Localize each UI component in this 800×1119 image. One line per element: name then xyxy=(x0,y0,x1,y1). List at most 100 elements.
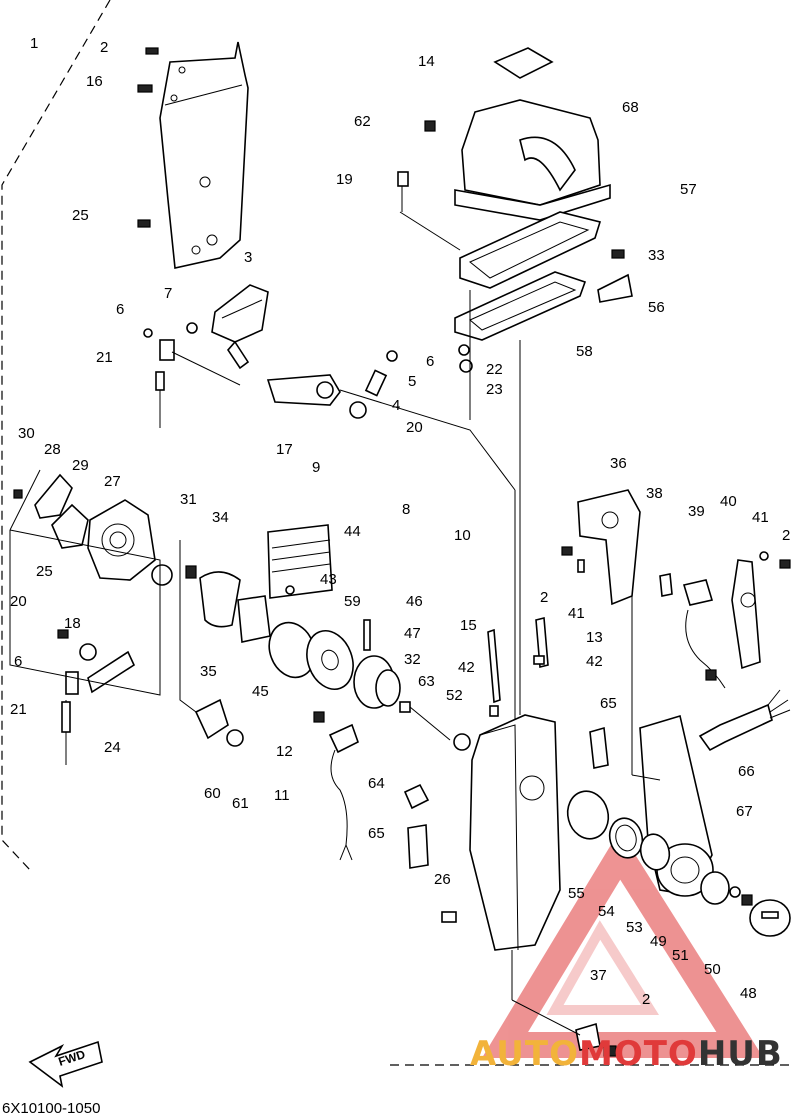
callout-6: 6 xyxy=(116,301,124,318)
callout-7: 7 xyxy=(164,285,172,302)
callout-60: 60 xyxy=(204,785,221,802)
callout-61: 61 xyxy=(232,795,249,812)
callout-43: 43 xyxy=(320,571,337,588)
callout-4: 4 xyxy=(392,397,400,414)
callout-6b: 6 xyxy=(426,353,434,370)
callout-46: 46 xyxy=(406,593,423,610)
callout-56: 56 xyxy=(648,299,665,316)
shift-bracket xyxy=(186,284,269,370)
callout-58: 58 xyxy=(576,343,593,360)
callout-2d: 2 xyxy=(642,991,650,1008)
watermark-part-auto: AUTO xyxy=(470,1034,579,1074)
callout-23: 23 xyxy=(486,381,503,398)
callout-53: 53 xyxy=(626,919,643,936)
callout-29: 29 xyxy=(72,457,89,474)
gasket-plates xyxy=(397,171,633,373)
watermark-part-moto: MOTO xyxy=(578,1034,698,1074)
callout-49: 49 xyxy=(650,933,667,950)
callout-48: 48 xyxy=(740,985,757,1002)
handle-hub-set xyxy=(700,871,791,937)
callout-40: 40 xyxy=(720,493,737,510)
callout-6c: 6 xyxy=(14,653,22,670)
callout-55: 55 xyxy=(568,885,585,902)
callout-39: 39 xyxy=(688,503,705,520)
callout-35: 35 xyxy=(200,663,217,680)
ring-set xyxy=(566,790,671,871)
callout-51: 51 xyxy=(672,947,689,964)
callout-37: 37 xyxy=(590,967,607,984)
right-lever-assembly xyxy=(561,489,791,689)
watermark-part-hub: HUB xyxy=(697,1034,783,1074)
callout-22: 22 xyxy=(486,361,503,378)
callout-17: 17 xyxy=(276,441,293,458)
shaft-gear-set xyxy=(349,350,398,419)
callout-21b: 21 xyxy=(10,701,27,718)
callout-59: 59 xyxy=(344,593,361,610)
callout-47: 47 xyxy=(404,625,421,642)
callout-41: 41 xyxy=(568,605,585,622)
callout-2b: 2 xyxy=(540,589,548,606)
callout-36: 36 xyxy=(610,455,627,472)
disc-set xyxy=(268,619,371,690)
callout-3: 3 xyxy=(244,249,252,266)
callout-15: 15 xyxy=(460,617,477,634)
top-cover xyxy=(424,47,611,221)
link-rod-left-top xyxy=(143,328,175,428)
callout-45: 45 xyxy=(252,683,269,700)
callout-68: 68 xyxy=(622,99,639,116)
callout-20: 20 xyxy=(406,419,423,436)
callout-25b: 25 xyxy=(36,563,53,580)
callout-5: 5 xyxy=(408,373,416,390)
callout-12: 12 xyxy=(276,743,293,760)
control-box-body xyxy=(399,616,609,951)
assembly-boundary xyxy=(1,0,790,1066)
callout-16: 16 xyxy=(86,73,103,90)
callout-50: 50 xyxy=(704,961,721,978)
wire-harness-left xyxy=(313,711,359,861)
watermark-wordmark: AUTOMOTOHUB xyxy=(470,1034,783,1074)
lower-left-lever xyxy=(9,529,161,765)
callout-54: 54 xyxy=(598,903,615,920)
lower-left-bracket-set xyxy=(13,473,333,643)
callout-32: 32 xyxy=(404,651,421,668)
callout-11: 11 xyxy=(274,787,290,804)
callout-25: 25 xyxy=(72,207,89,224)
callout-20b: 20 xyxy=(10,593,27,610)
coupling-60-61 xyxy=(194,698,244,747)
callout-66: 66 xyxy=(738,763,755,780)
callout-33: 33 xyxy=(648,247,665,264)
switch-66 xyxy=(698,689,791,752)
callout-67: 67 xyxy=(736,803,753,820)
callout-52: 52 xyxy=(446,687,463,704)
callout-18: 18 xyxy=(64,615,81,632)
callout-13: 13 xyxy=(586,629,603,646)
callout-14: 14 xyxy=(418,53,435,70)
callout-65b: 65 xyxy=(600,695,617,712)
watermark-logo-triangle xyxy=(481,830,764,1058)
screws-top-left xyxy=(137,47,159,228)
callout-64: 64 xyxy=(368,775,385,792)
callout-62: 62 xyxy=(354,113,371,130)
callout-21: 21 xyxy=(96,349,113,366)
callout-42: 42 xyxy=(458,659,475,676)
diagram-code: 6X10100-1050 xyxy=(2,1100,101,1117)
callout-27: 27 xyxy=(104,473,121,490)
callout-28: 28 xyxy=(44,441,61,458)
callout-41b: 41 xyxy=(752,509,769,526)
callout-38: 38 xyxy=(646,485,663,502)
callout-42b: 42 xyxy=(586,653,603,670)
callout-19: 19 xyxy=(336,171,353,188)
callout-1: 1 xyxy=(30,35,38,52)
bottom-clip xyxy=(575,1022,617,1057)
callout-numbers: 1 2 16 25 3 7 6 21 17 9 4 5 6 62 68 14 1… xyxy=(10,35,790,1008)
connection-leaders xyxy=(9,211,661,1036)
callout-30: 30 xyxy=(18,425,35,442)
callout-8: 8 xyxy=(402,501,410,518)
fwd-direction-arrow: FWD xyxy=(28,1040,103,1088)
arm-assembly xyxy=(171,351,341,406)
callout-65: 65 xyxy=(368,825,385,842)
callout-63: 63 xyxy=(418,673,435,690)
callout-26: 26 xyxy=(434,871,451,888)
callout-24: 24 xyxy=(104,739,121,756)
